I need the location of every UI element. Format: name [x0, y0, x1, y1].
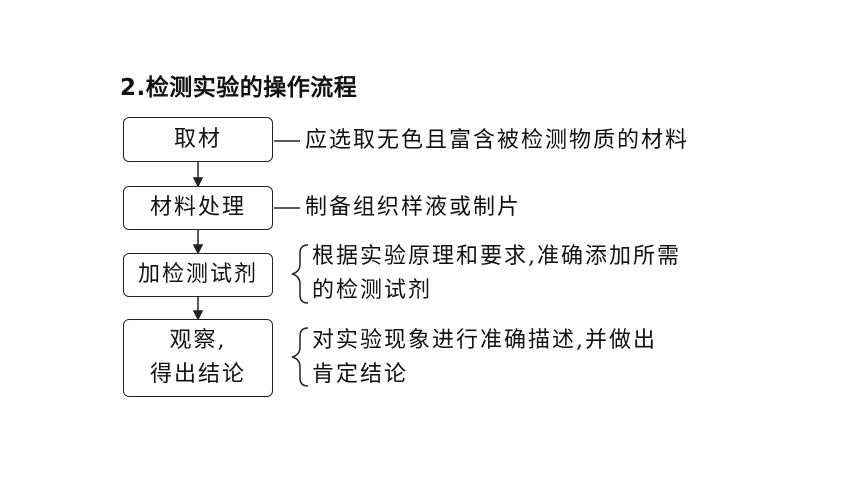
step-box-3: 加检测试剂 — [123, 253, 273, 297]
arrowhead-1-2 — [192, 177, 204, 188]
step-label-3: 加检测试剂 — [137, 262, 258, 287]
arrowhead-3-4 — [192, 310, 204, 321]
step-box-4: 观察, 得出结论 — [123, 319, 273, 397]
step-desc-1: 应选取无色且富含被检测物质的材料 — [305, 128, 690, 153]
step-desc-2: 制备组织样液或制片 — [305, 195, 522, 220]
diagram-title: 2.检测实验的操作流程 — [120, 75, 358, 101]
step-box-1: 取材 — [123, 117, 273, 162]
step-label-2: 材料处理 — [149, 195, 246, 220]
step-desc-3-line-2: 的检测试剂 — [312, 278, 433, 303]
brace-3 — [291, 244, 309, 304]
step-desc-3-line-1: 根据实验原理和要求,准确添加所需 — [312, 244, 681, 269]
step-label-4-line-2: 得出结论 — [149, 362, 246, 387]
step-box-2: 材料处理 — [123, 186, 273, 230]
step-desc-4-line-1: 对实验现象进行准确描述,并做出 — [312, 328, 657, 353]
arrowhead-2-3 — [192, 244, 204, 255]
step-label-1: 取材 — [173, 126, 222, 152]
brace-4 — [291, 327, 309, 387]
step-desc-4-line-2: 肯定结论 — [312, 362, 409, 387]
step-label-4-line-1: 观察, — [169, 328, 227, 353]
